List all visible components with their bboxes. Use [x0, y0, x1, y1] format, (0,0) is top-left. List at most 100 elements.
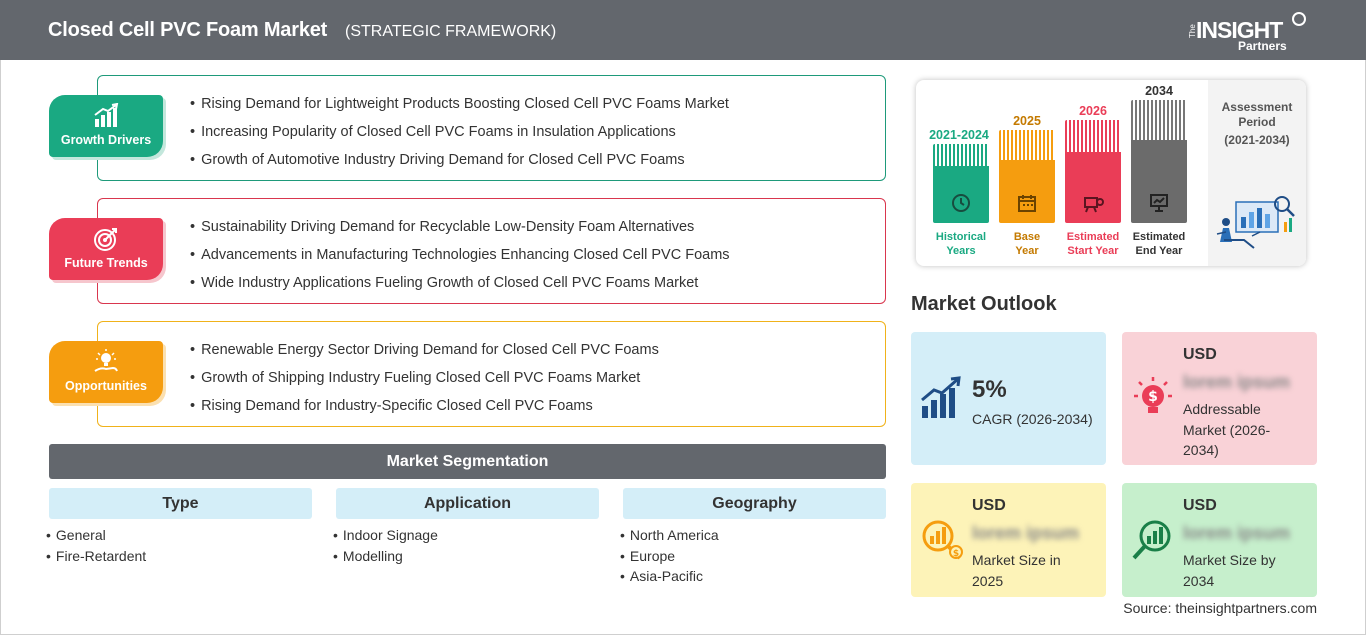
segment-list-type: General Fire-Retardent — [46, 526, 146, 567]
list-item: Fire-Retardent — [46, 547, 146, 568]
list-item: Indoor Signage — [333, 526, 438, 547]
growth-drivers-list: Rising Demand for Lightweight Products B… — [190, 94, 729, 178]
opportunities-badge: Opportunities — [49, 341, 163, 403]
growth-bar-chart-icon — [921, 376, 961, 418]
addressable-market-card: $ USD lorem ipsum Addressable Market (20… — [1122, 332, 1317, 465]
phase-label-base: Base Year — [992, 230, 1062, 258]
segment-list-geography: North America Europe Asia-Pacific — [620, 526, 719, 588]
phase-label-line: End Year — [1135, 245, 1183, 257]
presentation-icon — [1150, 194, 1168, 212]
header-bar: Closed Cell PVC Foam Market (STRATEGIC F… — [0, 0, 1366, 60]
desc-line: 2034) — [1183, 442, 1219, 458]
bar-fill — [999, 160, 1055, 223]
size-2025-currency: USD — [972, 497, 1006, 514]
opportunities-box: Renewable Energy Sector Driving Demand f… — [97, 321, 886, 427]
segment-header-application: Application — [336, 488, 599, 519]
size-2034-value-blurred: lorem ipsum — [1183, 523, 1291, 543]
desc-line: Addressable — [1183, 401, 1261, 417]
assessment-line: Assessment — [1221, 100, 1293, 114]
growth-drivers-label: Growth Drivers — [60, 133, 152, 147]
lightbulb-hand-icon — [94, 349, 118, 372]
list-item: North America — [620, 526, 719, 547]
dollar-lightbulb-icon: $ — [1134, 377, 1172, 413]
growth-drivers-badge: Growth Drivers — [49, 95, 163, 157]
bar-chart-growth-icon — [94, 103, 119, 127]
analyst-dashboard-icon — [1216, 196, 1295, 249]
bar-stripes — [933, 144, 989, 166]
source-credit[interactable]: Source: theinsightpartners.com — [1123, 600, 1317, 616]
bar-stripes — [999, 130, 1055, 160]
timeline-card: 2021-2024 Historical Years 2025 Base Yea… — [916, 80, 1306, 266]
bar-stripes — [1065, 120, 1121, 152]
assessment-range: (2021-2034) — [1224, 133, 1290, 147]
market-size-2034-card: USD lorem ipsum Market Size by 2034 — [1122, 483, 1317, 597]
addressable-currency: USD — [1183, 346, 1217, 363]
magnifier-chart-icon: $ — [922, 520, 963, 560]
desc-line: Market Size in — [972, 552, 1061, 568]
size-2034-currency: USD — [1183, 497, 1217, 514]
insight-partners-logo[interactable]: The INSIGHT Partners — [1188, 10, 1308, 54]
magnifier-growth-icon — [1132, 520, 1171, 560]
phase-year-base: 2025 — [1013, 114, 1041, 128]
page-title: Closed Cell PVC Foam Market — [48, 19, 328, 41]
opportunities-label: Opportunities — [65, 379, 147, 393]
future-trends-box: Sustainability Driving Demand for Recycl… — [97, 198, 886, 304]
list-item: Asia-Pacific — [620, 567, 719, 588]
list-item: Growth of Automotive Industry Driving De… — [190, 150, 729, 178]
bar-stripes — [1131, 100, 1187, 140]
phase-label-line: Base — [1013, 231, 1041, 243]
logo-ring-icon — [1292, 12, 1306, 26]
calendar-icon — [1018, 195, 1036, 212]
size-2034-desc: Market Size by 2034 — [1183, 550, 1276, 591]
phase-label-line: Years — [946, 245, 976, 257]
desc-line: Market Size by — [1183, 552, 1276, 568]
phase-label-historical: Historical Years — [926, 230, 996, 258]
logo-partners: Partners — [1238, 39, 1287, 53]
addressable-desc: Addressable Market (2026- 2034) — [1183, 399, 1270, 461]
page-subtitle: (STRATEGIC FRAMEWORK) — [345, 23, 557, 40]
future-trends-list: Sustainability Driving Demand for Recycl… — [190, 217, 730, 301]
future-trends-badge: Future Trends — [49, 218, 163, 280]
market-size-2025-card: $ USD lorem ipsum Market Size in 2025 — [911, 483, 1106, 597]
phase-year-historical: 2021-2024 — [929, 128, 989, 142]
phase-label-line: Year — [1015, 245, 1039, 257]
list-item: Modelling — [333, 547, 438, 568]
list-item: Rising Demand for Industry-Specific Clos… — [190, 396, 659, 424]
target-icon — [94, 228, 117, 251]
phase-year-start: 2026 — [1079, 104, 1107, 118]
phase-label-line: Start Year — [1067, 245, 1119, 257]
list-item: Europe — [620, 547, 719, 568]
addressable-value-blurred: lorem ipsum — [1183, 372, 1291, 392]
assessment-line: Period — [1238, 115, 1276, 129]
projector-icon — [1084, 197, 1104, 213]
assessment-period: Assessment Period (2021-2034) — [1208, 80, 1306, 266]
desc-line: Market (2026- — [1183, 421, 1271, 438]
list-item: Increasing Popularity of Closed Cell PVC… — [190, 122, 729, 150]
phase-bar-start — [1065, 120, 1121, 223]
history-icon — [952, 194, 970, 212]
svg-text:$: $ — [953, 549, 959, 559]
desc-line: 2025 — [972, 572, 1004, 589]
segment-list-application: Indoor Signage Modelling — [333, 526, 438, 567]
svg-text:$: $ — [1148, 389, 1158, 405]
segment-header-type: Type — [49, 488, 312, 519]
list-item: Sustainability Driving Demand for Recycl… — [190, 217, 730, 245]
phase-year-end: 2034 — [1145, 84, 1173, 98]
list-item: Rising Demand for Lightweight Products B… — [190, 94, 729, 122]
cagr-card: 5% CAGR (2026-2034) — [911, 332, 1106, 465]
bar-fill — [1065, 152, 1121, 223]
list-item: Advancements in Manufacturing Technologi… — [190, 245, 729, 273]
list-item: Renewable Energy Sector Driving Demand f… — [190, 340, 659, 368]
cagr-value: 5% — [972, 376, 1007, 403]
opportunities-list: Renewable Energy Sector Driving Demand f… — [190, 340, 659, 424]
future-trends-label: Future Trends — [64, 256, 148, 270]
phase-bar-base — [999, 130, 1055, 223]
logo-insight: INSIGHT — [1196, 17, 1283, 43]
list-item: General — [46, 526, 146, 547]
segment-header-geography: Geography — [623, 488, 886, 519]
phase-label-line: Estimated — [1132, 231, 1186, 243]
list-item: Wide Industry Applications Fueling Growt… — [190, 273, 730, 301]
assessment-title: Assessment Period — [1208, 100, 1306, 130]
phase-label-end: Estimated End Year — [1124, 230, 1194, 258]
list-item: Growth of Shipping Industry Fueling Clos… — [190, 368, 659, 396]
